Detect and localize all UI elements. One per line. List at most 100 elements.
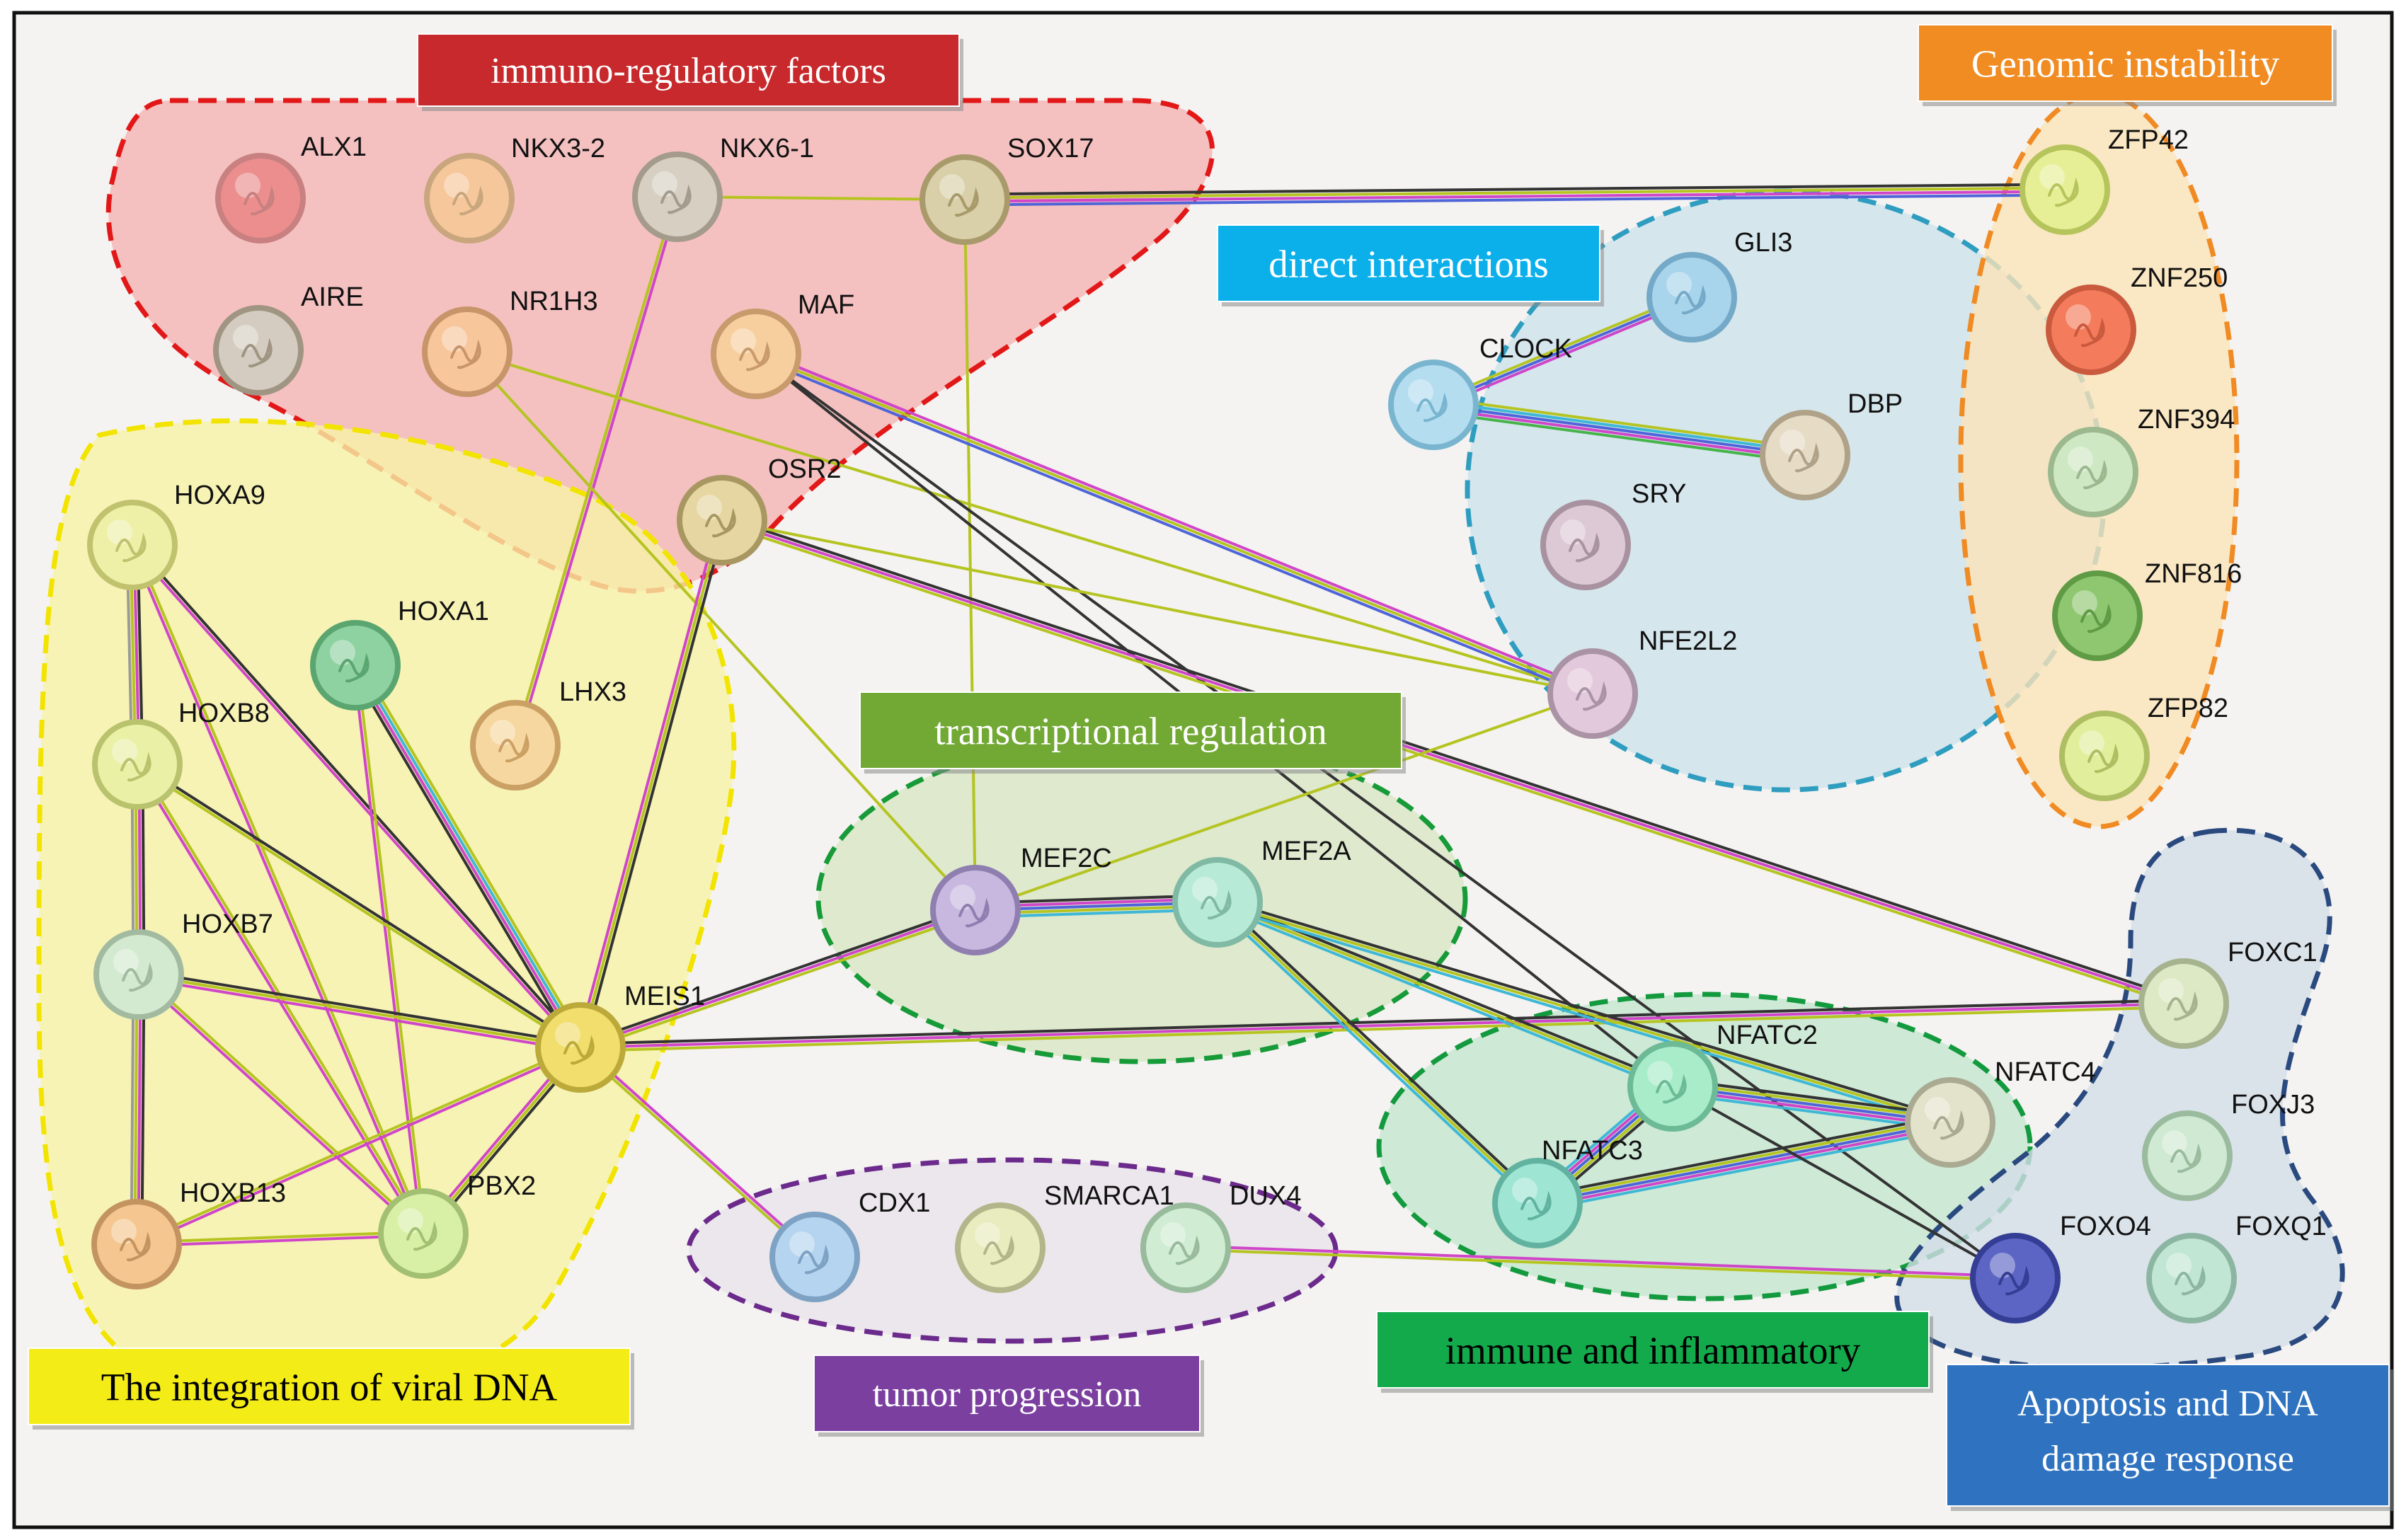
node-label: FOXO4 <box>2060 1212 2151 1241</box>
edge-DUX4-FOXO4 <box>1185 1244 2016 1282</box>
edge-OSR2-NFE2L2 <box>721 519 1593 695</box>
node-znf250[interactable]: ZNF250 <box>2046 263 2228 375</box>
node-clock[interactable]: CLOCK <box>1388 334 1572 450</box>
edge-HOXB8-MEIS1 <box>135 762 583 1050</box>
node-label: ALX1 <box>301 132 367 162</box>
node-znf394[interactable]: ZNF394 <box>2048 405 2235 517</box>
edge-NFATC2-FOXO4 <box>1672 1085 2016 1280</box>
label-box-tumor: tumor progression <box>813 1355 1204 1437</box>
node-hoxa1[interactable]: HOXA1 <box>310 597 489 711</box>
edge-OSR2-MEIS1 <box>575 519 727 1049</box>
node-maf[interactable]: MAF <box>711 290 854 399</box>
node-label: OSR2 <box>768 454 841 484</box>
node-aire[interactable]: AIRE <box>213 282 364 396</box>
node-hoxb8[interactable]: HOXB8 <box>92 699 270 810</box>
edge-NR1H3-MEF2C <box>466 350 977 912</box>
node-dux4[interactable]: DUX4 <box>1140 1181 1301 1293</box>
node-label: FOXC1 <box>2228 938 2318 967</box>
edge-OSR2-FOXC1 <box>720 515 2186 1009</box>
node-hoxb7[interactable]: HOXB7 <box>93 909 273 1020</box>
node-dbp[interactable]: DBP <box>1760 389 1903 500</box>
node-smarca1[interactable]: SMARCA1 <box>955 1181 1174 1293</box>
edge-HOXA1-MEIS1 <box>349 662 587 1051</box>
edge-HOXA1-PBX2 <box>352 665 427 1234</box>
edge-NKX6-1-SOX17 <box>677 195 966 201</box>
node-zfp42[interactable]: ZFP42 <box>2020 125 2189 235</box>
node-label: NR1H3 <box>510 287 598 316</box>
node-label: NFATC4 <box>1995 1057 2096 1087</box>
node-label: DBP <box>1848 389 1903 419</box>
label-box-text: Apoptosis and DNA <box>2017 1384 2318 1424</box>
edge-MEF2A-NFATC3 <box>1214 898 1541 1207</box>
node-label: FOXJ3 <box>2231 1090 2315 1120</box>
label-box-text: The integration of viral DNA <box>101 1365 558 1408</box>
node-label: MEF2A <box>1261 837 1351 866</box>
node-sry[interactable]: SRY <box>1540 479 1686 590</box>
node-foxo4[interactable]: FOXO4 <box>1970 1212 2151 1323</box>
node-label: ZFP42 <box>2108 125 2189 155</box>
label-box-viral: The integration of viral DNA <box>28 1348 634 1430</box>
node-znf816[interactable]: ZNF816 <box>2052 559 2242 661</box>
label-box-immune: immune and inflammatory <box>1376 1311 1933 1393</box>
edge-NKX6-1-LHX3 <box>512 195 681 747</box>
node-meis1[interactable]: MEIS1 <box>535 982 705 1093</box>
node-nkx6-1[interactable]: NKX6-1 <box>632 134 814 242</box>
node-label: MEIS1 <box>624 982 705 1011</box>
node-osr2[interactable]: OSR2 <box>677 454 841 565</box>
edge-HOXA9-MEIS1 <box>130 543 583 1050</box>
node-label: ZNF250 <box>2131 263 2228 293</box>
node-label: AIRE <box>301 282 364 312</box>
node-foxq1[interactable]: FOXQ1 <box>2146 1212 2327 1323</box>
label-box-text: Genomic instability <box>1971 42 2280 85</box>
node-alx1[interactable]: ALX1 <box>215 132 367 243</box>
node-pbx2[interactable]: PBX2 <box>378 1171 536 1279</box>
node-nfe2l2[interactable]: NFE2L2 <box>1547 626 1737 739</box>
node-foxc1[interactable]: FOXC1 <box>2138 938 2318 1049</box>
node-label: NFATC3 <box>1542 1136 1643 1166</box>
node-hoxa9[interactable]: HOXA9 <box>87 481 265 590</box>
edge-MEIS1-CDX1 <box>578 1045 817 1260</box>
node-mef2a[interactable]: MEF2A <box>1172 837 1351 948</box>
node-zfp82[interactable]: ZFP82 <box>2059 694 2228 801</box>
edge-MAF-FOXO4 <box>755 352 2017 1280</box>
label-box-text: direct interactions <box>1268 242 1549 285</box>
node-nfatc2[interactable]: NFATC2 <box>1627 1021 1818 1132</box>
node-nfatc4[interactable]: NFATC4 <box>1905 1057 2096 1168</box>
node-label: HOXB7 <box>182 909 273 939</box>
edge-HOXB7-PBX2 <box>136 972 426 1236</box>
edge-MEIS1-FOXC1 <box>580 999 2184 1052</box>
node-label: HOXB13 <box>180 1178 286 1208</box>
node-label: FOXQ1 <box>2235 1212 2327 1241</box>
label-box-immuno: immuno-regulatory factors <box>417 33 963 111</box>
edge-HOXB13-MEIS1 <box>135 1044 582 1248</box>
node-sox17[interactable]: SOX17 <box>920 134 1094 245</box>
node-label: NFATC2 <box>1717 1021 1818 1050</box>
edge-MAF-NFE2L2 <box>754 349 1595 699</box>
label-box-text: immuno-regulatory factors <box>491 51 886 91</box>
edge-SOX17-ZFP42 <box>964 183 2066 207</box>
node-label: HOXA1 <box>398 597 489 626</box>
label-box-text: transcriptional regulation <box>934 709 1327 752</box>
node-label: ZNF394 <box>2138 405 2235 435</box>
node-label: SOX17 <box>1007 134 1094 163</box>
edge-NFE2L2-MEF2C <box>975 692 1593 912</box>
node-hoxb13[interactable]: HOXB13 <box>91 1178 286 1289</box>
node-nkx3-2[interactable]: NKX3-2 <box>424 134 605 243</box>
node-cdx1[interactable]: CDX1 <box>769 1188 930 1302</box>
node-label: MEF2C <box>1021 844 1112 873</box>
node-gli3[interactable]: GLI3 <box>1646 228 1792 343</box>
node-label: CDX1 <box>859 1188 930 1218</box>
node-label: LHX3 <box>559 677 626 707</box>
label-box-text: immune and inflammatory <box>1445 1328 1861 1372</box>
node-foxj3[interactable]: FOXJ3 <box>2142 1090 2315 1201</box>
node-lhx3[interactable]: LHX3 <box>470 677 626 791</box>
label-box-text: tumor progression <box>873 1374 1142 1415</box>
node-label: CLOCK <box>1479 334 1572 364</box>
edge-HOXA9-PBX2 <box>129 544 427 1235</box>
node-nr1h3[interactable]: NR1H3 <box>422 287 598 397</box>
edge-SOX17-MEF2C <box>963 199 977 911</box>
node-label: NKX3-2 <box>511 134 605 163</box>
node-nfatc3[interactable]: NFATC3 <box>1492 1136 1643 1248</box>
node-mef2c[interactable]: MEF2C <box>930 844 1112 955</box>
